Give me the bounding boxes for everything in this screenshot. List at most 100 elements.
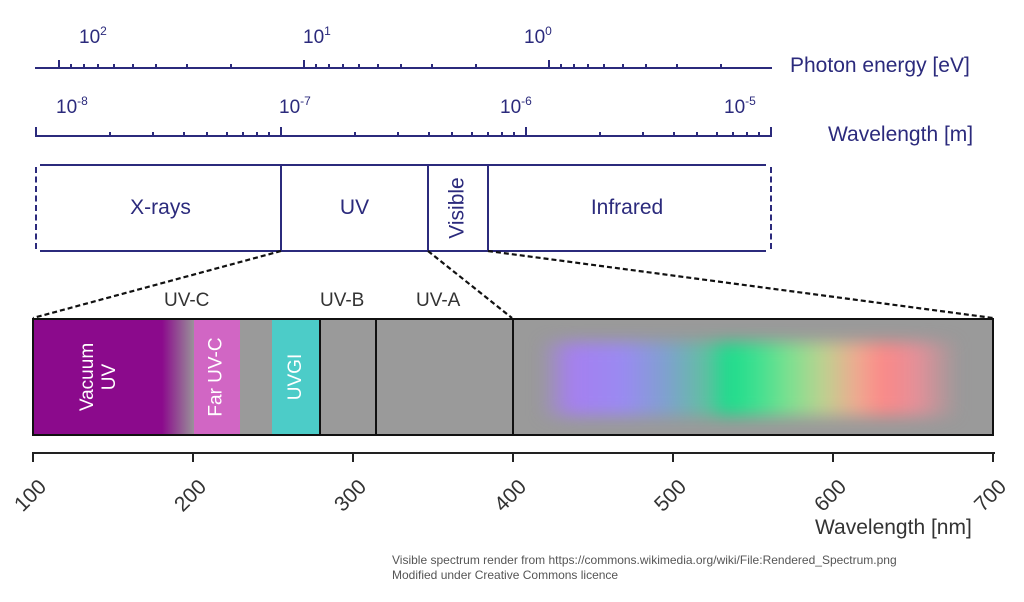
minor-tick <box>587 64 589 68</box>
uv-label-line: UV <box>98 363 120 391</box>
minor-tick <box>242 132 244 136</box>
minor-tick <box>603 64 605 68</box>
minor-tick <box>183 132 185 136</box>
minor-tick <box>70 64 72 68</box>
nm-tick <box>832 452 834 462</box>
minor-tick <box>152 132 154 136</box>
region-x-rays: X-rays <box>40 164 281 252</box>
minor-tick <box>720 64 722 68</box>
minor-tick <box>758 132 760 136</box>
minor-tick <box>599 132 601 136</box>
minor-tick <box>400 64 402 68</box>
region-label: UV <box>339 196 370 219</box>
photon-energy-major-tick <box>548 60 550 68</box>
visible-spectrum-render <box>539 342 959 416</box>
photon-energy-label: 101 <box>303 24 331 48</box>
photon-energy-title: Photon energy [eV] <box>790 54 970 77</box>
wavelength-m-axis-line <box>35 135 772 137</box>
minor-tick <box>471 132 473 136</box>
uv-b-label: UV-B <box>320 290 365 311</box>
photon-energy-major-tick <box>303 60 305 68</box>
region-uv: UV <box>281 164 428 252</box>
minor-tick <box>560 64 562 68</box>
minor-tick <box>354 132 356 136</box>
nm-tick <box>992 452 994 462</box>
nm-tick <box>352 452 354 462</box>
minor-tick <box>622 64 624 68</box>
band-far-uv-c: Far UV-C <box>194 320 240 434</box>
nm-tick <box>672 452 674 462</box>
region-divider <box>427 164 429 252</box>
photon-energy-axis-line <box>35 67 772 69</box>
minor-tick <box>186 64 188 68</box>
wavelength-major-tick <box>770 127 772 136</box>
minor-tick <box>673 132 675 136</box>
wavelength-m-label: 10-6 <box>500 94 532 118</box>
vacuum-label-line: Vacuum <box>76 342 98 412</box>
wavelength-major-tick <box>525 127 527 136</box>
minor-tick <box>573 64 575 68</box>
vacuum-uv-fade <box>162 320 196 434</box>
minor-tick <box>256 132 258 136</box>
photon-energy-label: 102 <box>79 24 107 48</box>
minor-tick <box>501 132 503 136</box>
minor-tick <box>397 132 399 136</box>
boundary-400nm <box>512 320 514 434</box>
far-uv-c-label: Far UV-C <box>206 337 227 417</box>
minor-tick <box>696 132 698 136</box>
minor-tick <box>645 64 647 68</box>
minor-tick <box>315 64 317 68</box>
nm-tick <box>512 452 514 462</box>
minor-tick <box>328 64 330 68</box>
photon-energy-major-tick <box>58 60 60 68</box>
minor-tick <box>431 64 433 68</box>
wavelength-m-label: 10-5 <box>724 94 756 118</box>
region-visible: Visible <box>428 164 488 252</box>
minor-tick <box>746 132 748 136</box>
minor-tick <box>475 64 477 68</box>
credit-line-1: Visible spectrum render from https://com… <box>392 553 897 567</box>
minor-tick <box>268 132 270 136</box>
minor-tick <box>342 64 344 68</box>
wavelength-major-tick <box>280 127 282 136</box>
wavelength-m-label: 10-7 <box>279 94 311 118</box>
boundary-280nm <box>319 320 321 434</box>
band-uvgi: UVGI <box>272 320 320 434</box>
minor-tick <box>732 132 734 136</box>
uv-c-label: UV-C <box>164 290 210 311</box>
wavelength-m-title: Wavelength [m] <box>828 123 974 146</box>
minor-tick <box>206 132 208 136</box>
minor-tick <box>155 64 157 68</box>
minor-tick <box>451 132 453 136</box>
wavelength-m-label: 10-8 <box>56 94 88 118</box>
nm-axis-title: Wavelength [nm] <box>815 516 972 539</box>
minor-tick <box>428 132 430 136</box>
region-label: X-rays <box>130 196 191 219</box>
minor-tick <box>487 132 489 136</box>
region-divider <box>280 164 282 252</box>
photon-energy-label: 100 <box>524 24 552 48</box>
minor-tick <box>97 64 99 68</box>
minor-tick <box>230 64 232 68</box>
minor-tick <box>113 64 115 68</box>
uv-a-label: UV-A <box>416 290 461 311</box>
minor-tick <box>716 132 718 136</box>
nm-axis-line <box>33 452 995 454</box>
minor-tick <box>358 64 360 68</box>
minor-tick <box>132 64 134 68</box>
wavelength-major-tick <box>35 127 37 136</box>
minor-tick <box>676 64 678 68</box>
minor-tick <box>513 132 515 136</box>
nm-tick <box>32 452 34 462</box>
minor-tick <box>83 64 85 68</box>
minor-tick <box>109 132 111 136</box>
region-infrared: Infrared <box>488 164 766 252</box>
credit-line-2: Modified under Creative Commons licence <box>392 568 619 582</box>
minor-tick <box>377 64 379 68</box>
minor-tick <box>642 132 644 136</box>
nm-tick <box>192 452 194 462</box>
